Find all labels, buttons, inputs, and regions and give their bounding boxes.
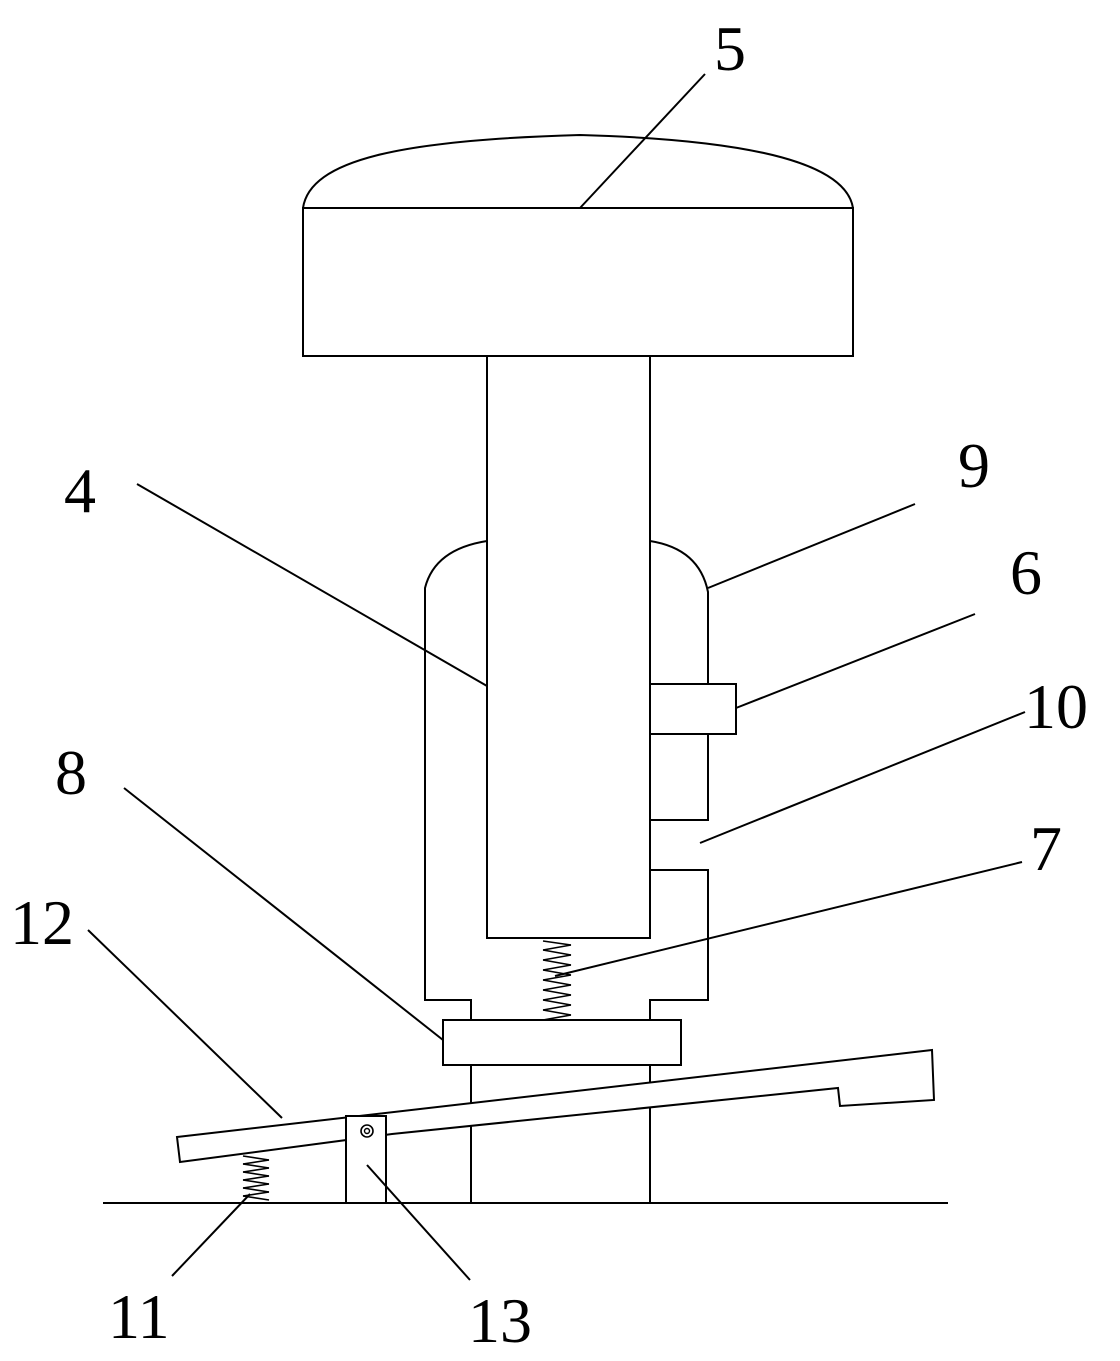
- pin-6: [649, 683, 737, 735]
- fulcrum-pin-inner: [363, 1127, 371, 1135]
- housing-right-wall-lower: [649, 869, 709, 1020]
- label-7: 7: [1030, 813, 1062, 884]
- leader-4: [136, 483, 488, 687]
- leader-11: [171, 1193, 251, 1277]
- label-12: 12: [10, 887, 74, 958]
- housing-left-wall: [424, 540, 488, 1020]
- label-10: 10: [1024, 671, 1088, 742]
- housing-right-wall-mid: [650, 734, 709, 821]
- label-9: 9: [958, 430, 990, 501]
- label-5: 5: [714, 13, 746, 84]
- plunger-rod-4: [486, 355, 651, 939]
- label-13: 13: [468, 1285, 532, 1356]
- leader-10: [699, 711, 1026, 844]
- lever-12: [175, 1048, 936, 1164]
- leader-6: [735, 613, 976, 709]
- leader-8: [123, 787, 444, 1041]
- pressing-block-8: [442, 1019, 682, 1066]
- leader-9: [707, 503, 916, 589]
- label-4: 4: [64, 455, 96, 526]
- spring-7: [542, 940, 572, 1021]
- leader-5: [579, 73, 706, 209]
- spring-11: [242, 1155, 270, 1201]
- fulcrum-pin-outer: [360, 1124, 374, 1138]
- label-11: 11: [108, 1281, 170, 1352]
- leader-7: [554, 861, 1023, 977]
- leader-12: [87, 929, 283, 1119]
- housing-right-wall-upper: [649, 540, 709, 684]
- label-6: 6: [1010, 537, 1042, 608]
- leader-13: [366, 1164, 471, 1281]
- label-8: 8: [55, 737, 87, 808]
- head-cap-dome: [302, 133, 854, 209]
- head-cap-5: [302, 207, 854, 357]
